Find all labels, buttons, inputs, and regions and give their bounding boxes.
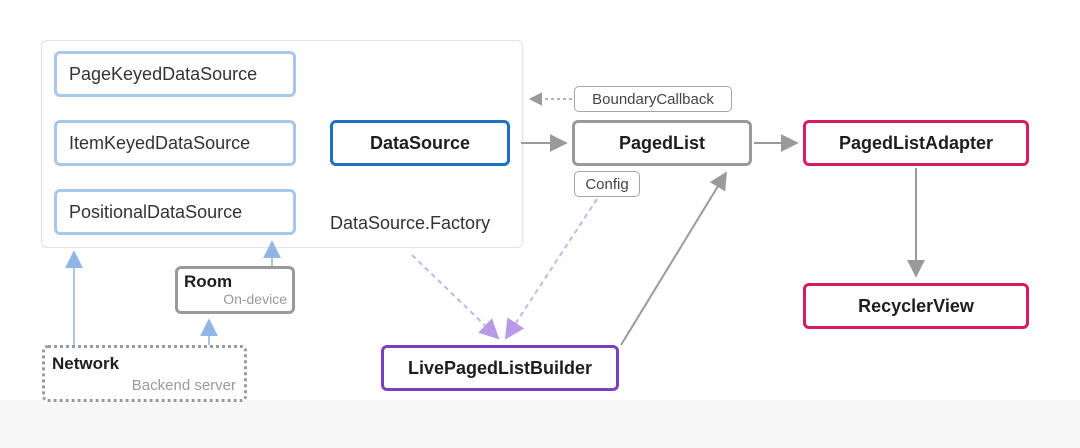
room-subtitle: On-device bbox=[223, 291, 287, 307]
datasource-box: DataSource bbox=[330, 120, 510, 166]
room-box: Room On-device bbox=[175, 266, 295, 314]
positional-datasource-box: PositionalDataSource bbox=[54, 189, 296, 235]
recyclerview-box: RecyclerView bbox=[803, 283, 1029, 329]
datasource-factory-label: DataSource.Factory bbox=[330, 213, 491, 233]
network-subtitle: Backend server bbox=[131, 377, 236, 394]
pagedlist-box: PagedList bbox=[572, 120, 752, 166]
config-tag: Config bbox=[574, 171, 640, 197]
config-to-builder-arrow bbox=[504, 198, 598, 340]
factory-to-builder-arrow bbox=[411, 254, 500, 340]
item-keyed-datasource-box: ItemKeyedDataSource bbox=[54, 120, 296, 166]
network-title: Network bbox=[52, 354, 120, 373]
live-pagedlist-builder-box: LivePagedListBuilder bbox=[381, 345, 619, 391]
background-band bbox=[0, 400, 1080, 448]
network-box: Network Backend server bbox=[42, 345, 247, 402]
page-keyed-datasource-box: PageKeyedDataSource bbox=[54, 51, 296, 97]
room-title: Room bbox=[184, 272, 233, 291]
pagedlist-adapter-box: PagedListAdapter bbox=[803, 120, 1029, 166]
boundary-callback-tag: BoundaryCallback bbox=[574, 86, 732, 112]
builder-to-pagedlist-arrow bbox=[620, 171, 727, 346]
